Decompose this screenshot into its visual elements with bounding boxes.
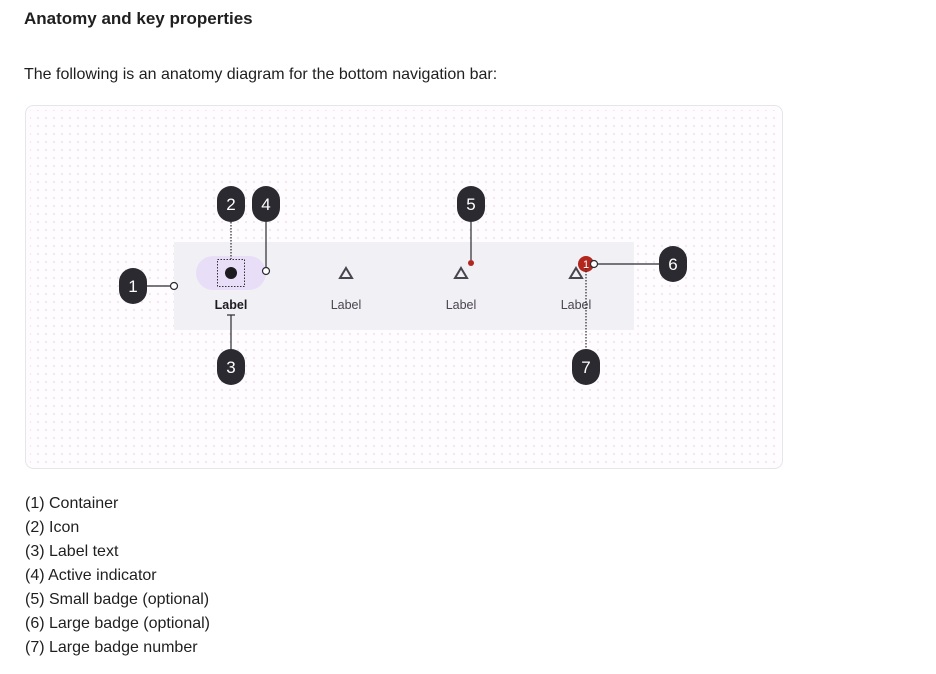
legend-item: (3) Label text (25, 543, 119, 560)
anatomy-legend: (1) Container (2) Icon (3) Label text (4… (25, 492, 210, 660)
icon-bounds (217, 259, 245, 287)
svg-text:6: 6 (668, 255, 677, 274)
triangle-icon (453, 266, 469, 279)
legend-item: (7) Large badge number (25, 639, 198, 656)
svg-text:7: 7 (581, 358, 590, 377)
filled-circle-icon (225, 267, 237, 279)
callout-2: 2 (217, 186, 245, 222)
legend-item: (2) Icon (25, 519, 80, 536)
large-badge-number: 1 (583, 259, 589, 271)
nav-item-4[interactable]: Label 1 (561, 256, 594, 312)
svg-text:4: 4 (261, 195, 270, 214)
nav-label: Label (561, 298, 592, 312)
nav-label: Label (331, 298, 362, 312)
large-badge (578, 256, 594, 272)
callout-1: 1 (119, 268, 147, 304)
svg-text:1: 1 (128, 277, 137, 296)
svg-text:5: 5 (466, 195, 475, 214)
legend-item: (5) Small badge (optional) (25, 591, 210, 608)
triangle-icon (338, 266, 354, 279)
intro-text: The following is an anatomy diagram for … (24, 66, 498, 83)
svg-text:2: 2 (226, 195, 235, 214)
callout-6: 6 (659, 246, 687, 282)
nav-label: Label (215, 298, 248, 312)
legend-item: (4) Active indicator (25, 567, 157, 584)
svg-text:3: 3 (226, 358, 235, 377)
legend-item: (1) Container (25, 495, 119, 512)
callout-4: 4 (252, 186, 280, 222)
triangle-icon (568, 266, 584, 279)
legend-item: (6) Large badge (optional) (25, 615, 211, 632)
nav-item-1[interactable]: Label (196, 256, 266, 312)
nav-item-2[interactable]: Label (331, 266, 362, 312)
callout-7: 7 (572, 349, 600, 385)
nav-label: Label (446, 298, 477, 312)
nav-item-3[interactable]: Label (446, 260, 477, 312)
callout-3: 3 (217, 349, 245, 385)
section-heading: Anatomy and key properties (24, 9, 253, 28)
callout-5: 5 (457, 186, 485, 222)
small-badge (468, 260, 474, 266)
